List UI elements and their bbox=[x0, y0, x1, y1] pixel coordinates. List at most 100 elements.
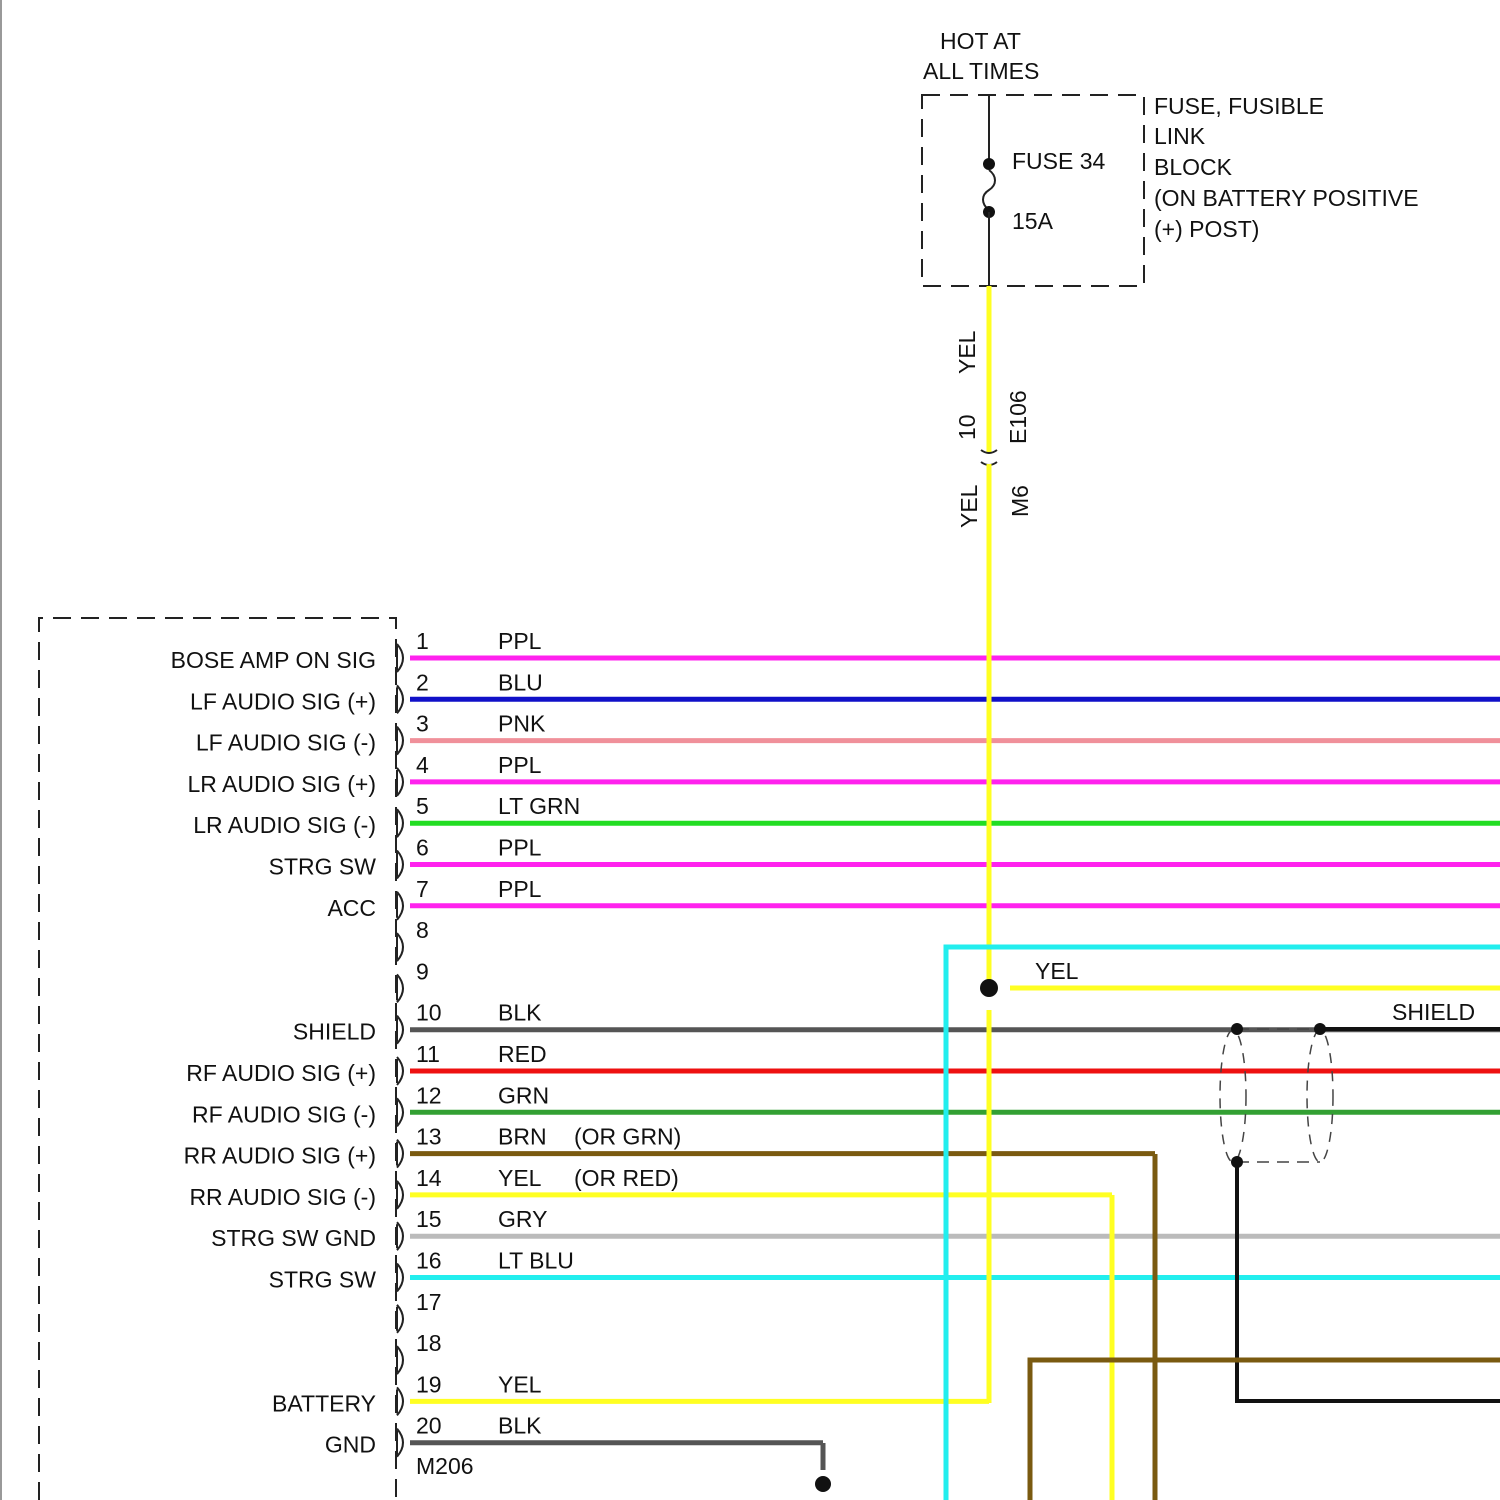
lower-connector-id: M6 bbox=[1007, 485, 1033, 517]
pin-function-label: BATTERY bbox=[272, 1390, 376, 1416]
pin-function-label: GND bbox=[325, 1432, 376, 1458]
wire-color-code: PPL bbox=[498, 628, 542, 654]
pin-function-label: RR AUDIO SIG (+) bbox=[184, 1143, 376, 1169]
hot-at-label: HOT AT bbox=[940, 28, 1021, 54]
pin-function-label: LF AUDIO SIG (+) bbox=[190, 688, 376, 714]
fuse-terminal-top bbox=[983, 158, 995, 170]
block-label-line4: (ON BATTERY POSITIVE bbox=[1154, 185, 1419, 211]
lower-wire-color: YEL bbox=[956, 484, 982, 528]
wire-color-code: BRN bbox=[498, 1124, 547, 1150]
pin-row-3: 3 LF AUDIO SIG (-) PNK bbox=[196, 711, 1500, 756]
shield-ellipse-right bbox=[1307, 1030, 1333, 1162]
pin-function-label: LR AUDIO SIG (+) bbox=[187, 771, 376, 797]
upper-connector-id: E106 bbox=[1005, 390, 1031, 444]
pin-number: 14 bbox=[416, 1165, 442, 1191]
pin-row-14: 14 RR AUDIO SIG (-) YEL (OR RED) bbox=[189, 1165, 1112, 1210]
pin-number: 17 bbox=[416, 1289, 442, 1315]
pin-function-label: RF AUDIO SIG (-) bbox=[192, 1101, 376, 1127]
pin-number: 4 bbox=[416, 752, 429, 778]
fuse-name-label: FUSE 34 bbox=[1012, 148, 1106, 174]
fuse-symbol-icon bbox=[983, 170, 995, 210]
pin-number: 13 bbox=[416, 1124, 442, 1150]
pin-function-label: STRG SW bbox=[269, 854, 377, 880]
pin-number: 11 bbox=[416, 1041, 440, 1067]
wire-color-code: GRN bbox=[498, 1082, 549, 1108]
pin-row-9: 9 bbox=[397, 958, 429, 1002]
wire-color-code: PPL bbox=[498, 752, 542, 778]
pin-number: 20 bbox=[416, 1413, 442, 1439]
block-label-line2: LINK bbox=[1154, 123, 1206, 149]
upper-wire-color: YEL bbox=[954, 330, 980, 374]
ground-point bbox=[815, 1476, 831, 1492]
pin-number: 18 bbox=[416, 1330, 442, 1356]
pin-row-2: 2 LF AUDIO SIG (+) BLU bbox=[190, 669, 1500, 714]
pin-function-label: LF AUDIO SIG (-) bbox=[196, 730, 376, 756]
wire-color-code: RED bbox=[498, 1041, 547, 1067]
splice-branch-color: YEL bbox=[1035, 958, 1079, 984]
pin-number: 3 bbox=[416, 711, 429, 737]
radio-connector-id: M206 bbox=[416, 1453, 474, 1479]
block-label-line3: BLOCK bbox=[1154, 154, 1233, 180]
wire-alt-color-note: (OR GRN) bbox=[574, 1124, 681, 1150]
shield-label: SHIELD bbox=[1392, 999, 1475, 1025]
pin-row-18: 18 bbox=[397, 1330, 442, 1374]
wire-color-code: BLU bbox=[498, 669, 543, 695]
wire-color-code: YEL bbox=[498, 1371, 542, 1397]
pin-row-12: 12 RF AUDIO SIG (-) GRN bbox=[192, 1082, 1500, 1127]
inline-connector: YEL 10 E106 YEL M6 bbox=[954, 330, 1033, 528]
wire-color-code: YEL bbox=[498, 1165, 542, 1191]
wire-color-code: LT GRN bbox=[498, 793, 580, 819]
fuse-block: HOT AT ALL TIMES FUSE 34 15A FUSE, FUSIB… bbox=[922, 28, 1419, 286]
pin-row-4: 4 LR AUDIO SIG (+) PPL bbox=[187, 752, 1500, 797]
pin-function-label: RR AUDIO SIG (-) bbox=[189, 1184, 376, 1210]
wire-color-code: BLK bbox=[498, 1413, 542, 1439]
splice-point bbox=[980, 979, 998, 997]
pin-function-label: STRG SW GND bbox=[211, 1225, 376, 1251]
wire-color-code: BLK bbox=[498, 1000, 542, 1026]
shield-ellipse-left bbox=[1220, 1030, 1246, 1162]
shielded-cable: SHIELD bbox=[1220, 999, 1500, 1401]
pin-number: 16 bbox=[416, 1248, 442, 1274]
pin-row-13: 13 RR AUDIO SIG (+) BRN (OR GRN) bbox=[184, 1124, 1155, 1169]
pin-number: 12 bbox=[416, 1082, 442, 1108]
shield-node-top-right bbox=[1314, 1023, 1326, 1035]
pin-function-label: SHIELD bbox=[293, 1019, 376, 1045]
block-label-line1: FUSE, FUSIBLE bbox=[1154, 93, 1324, 119]
wire-color-code: PNK bbox=[498, 711, 546, 737]
pin-row-17: 17 bbox=[397, 1289, 442, 1333]
brn-return-wire bbox=[1030, 1360, 1500, 1500]
pin-number: 9 bbox=[416, 958, 429, 984]
fuse-rating-label: 15A bbox=[1012, 208, 1054, 234]
wire-color-code: GRY bbox=[498, 1206, 547, 1232]
pin-function-label: ACC bbox=[327, 895, 376, 921]
wire-color-code: PPL bbox=[498, 835, 542, 861]
pin-number: 10 bbox=[416, 1000, 442, 1026]
wire-color-code: PPL bbox=[498, 876, 542, 902]
pin-number: 19 bbox=[416, 1371, 442, 1397]
wire-alt-color-note: (OR RED) bbox=[574, 1165, 679, 1191]
shield-node-top-left bbox=[1231, 1023, 1243, 1035]
pin-function-label: STRG SW bbox=[269, 1267, 377, 1293]
wire-color-code: LT BLU bbox=[498, 1248, 574, 1274]
all-times-label: ALL TIMES bbox=[923, 58, 1039, 84]
pin-number: 6 bbox=[416, 835, 429, 861]
pin-number: 2 bbox=[416, 669, 429, 695]
pin-number: 5 bbox=[416, 793, 429, 819]
pin-number: 8 bbox=[416, 917, 429, 943]
inline-pin-number: 10 bbox=[954, 414, 980, 440]
pin-function-label: LR AUDIO SIG (-) bbox=[193, 812, 376, 838]
pin-row-5: 5 LR AUDIO SIG (-) LT GRN bbox=[193, 793, 1500, 838]
pin-number: 7 bbox=[416, 876, 429, 902]
shield-ground-wire bbox=[1237, 1162, 1500, 1401]
block-label-line5: (+) POST) bbox=[1154, 216, 1259, 242]
pin-number: 1 bbox=[416, 628, 429, 654]
